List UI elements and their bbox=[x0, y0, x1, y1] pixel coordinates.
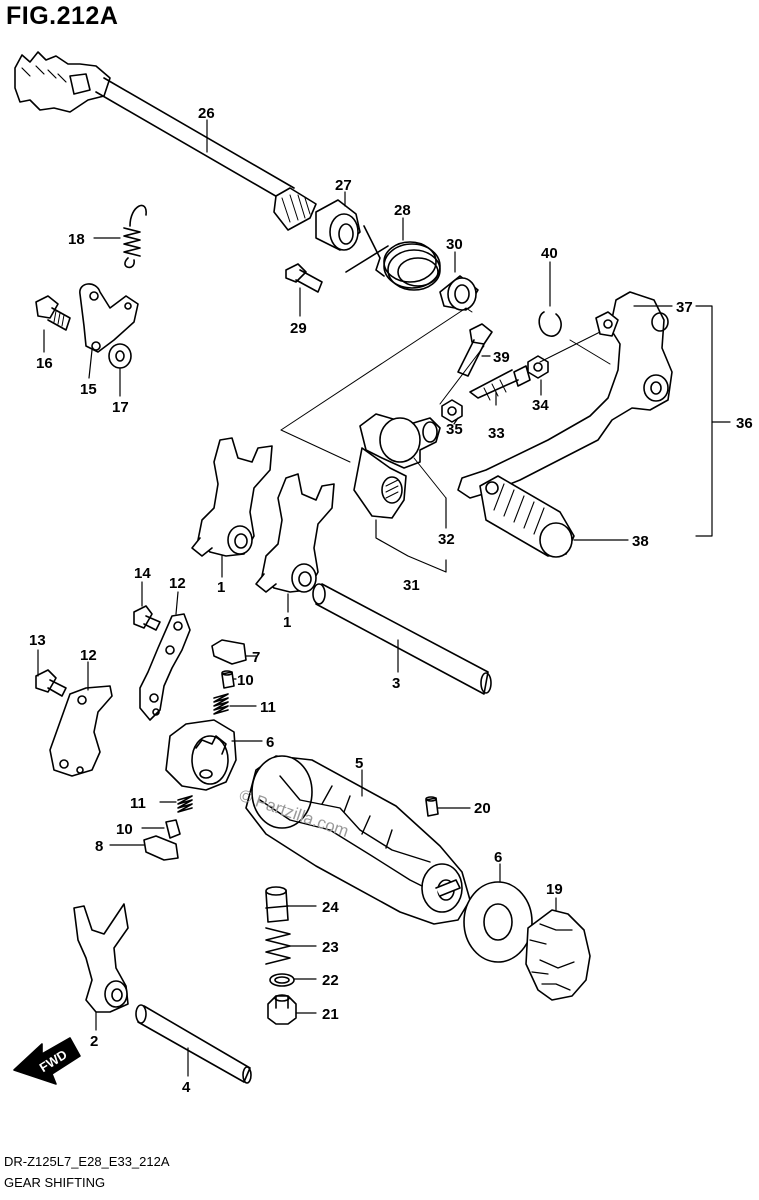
callout-9: 7 bbox=[252, 649, 260, 666]
callout-18: 17 bbox=[112, 399, 129, 416]
callout-31: 31 bbox=[403, 577, 420, 594]
part-25-plunger[interactable] bbox=[265, 886, 289, 923]
part-13-screw[interactable] bbox=[35, 669, 67, 697]
part-7-gearshift-cam-stopper[interactable] bbox=[165, 719, 237, 791]
callout-14: 12 bbox=[169, 575, 186, 592]
model-code: DR-Z125L7_E28_E33_212A bbox=[4, 1154, 170, 1169]
part-39-bolt[interactable] bbox=[457, 323, 493, 377]
part-4-fork-shaft[interactable] bbox=[135, 1004, 252, 1084]
callout-33: 33 bbox=[488, 425, 505, 442]
callout-36: 36 bbox=[736, 415, 753, 432]
part-27-collar[interactable] bbox=[315, 199, 361, 251]
part-32-ball-joint[interactable] bbox=[359, 413, 441, 469]
callout-24: 23 bbox=[322, 939, 339, 956]
callout-12: 12 bbox=[80, 647, 97, 664]
part-40-circlip[interactable] bbox=[538, 311, 562, 337]
callout-15: 14 bbox=[134, 565, 151, 582]
part-16-stopper-plate[interactable] bbox=[79, 283, 139, 353]
callout-19: 18 bbox=[68, 231, 85, 248]
callout-40: 40 bbox=[541, 245, 558, 262]
callout-29: 29 bbox=[290, 320, 307, 337]
callout-22: 21 bbox=[322, 1006, 339, 1023]
assembly-guide-lines bbox=[280, 307, 611, 499]
part-1-shift-fork-a[interactable] bbox=[191, 437, 273, 557]
part-11-spring-lower[interactable] bbox=[177, 795, 193, 813]
part-22-plug[interactable] bbox=[267, 994, 297, 1025]
figure-title: FIG.212A bbox=[6, 2, 119, 30]
callout-11b: 11 bbox=[130, 795, 146, 812]
callout-5: 5 bbox=[355, 755, 363, 772]
part-33-bolt[interactable] bbox=[469, 365, 531, 401]
part-35-nut[interactable] bbox=[441, 399, 463, 423]
part-37-shift-lever[interactable] bbox=[457, 291, 673, 499]
callout-20: 19 bbox=[546, 881, 563, 898]
section-name: GEAR SHIFTING bbox=[4, 1175, 106, 1190]
part-34-nut[interactable] bbox=[527, 355, 549, 379]
part-38-shift-rubber[interactable] bbox=[479, 475, 575, 558]
part-17-bolt[interactable] bbox=[35, 295, 71, 331]
callout-37: 37 bbox=[676, 299, 693, 316]
part-14-plate[interactable] bbox=[139, 613, 191, 721]
part-8-cam-pawl[interactable] bbox=[143, 835, 179, 861]
part-28-return-spring[interactable] bbox=[345, 225, 441, 291]
callout-2: 2 bbox=[90, 1033, 98, 1050]
part-10-pin-lower[interactable] bbox=[165, 819, 181, 839]
callout-39: 39 bbox=[493, 349, 510, 366]
part-19-spring[interactable] bbox=[123, 204, 147, 269]
callout-38: 38 bbox=[632, 533, 649, 550]
callout-10a: 10 bbox=[237, 672, 254, 689]
part-12-gearshift-cam-plate[interactable] bbox=[49, 685, 113, 777]
callout-labels: 26 27 28 30 18 29 16 15 17 40 37 36 38 3… bbox=[29, 105, 753, 1096]
leader-lines bbox=[37, 119, 731, 1077]
part-20-gearshift-cam-driven-gear[interactable] bbox=[525, 909, 591, 1001]
part-21-pin[interactable] bbox=[425, 796, 439, 817]
callout-32: 32 bbox=[438, 531, 455, 548]
part-10-pin-upper[interactable] bbox=[221, 670, 235, 689]
callout-35: 35 bbox=[446, 421, 463, 438]
callout-27: 27 bbox=[335, 177, 352, 194]
callout-23: 22 bbox=[322, 972, 339, 989]
callout-6: 6 bbox=[494, 849, 502, 866]
callout-16: 15 bbox=[80, 381, 97, 398]
part-29-pin-bolt[interactable] bbox=[285, 263, 323, 293]
part-9-pawl[interactable] bbox=[211, 639, 247, 665]
callout-8: 8 bbox=[95, 838, 103, 855]
part-24-spring[interactable] bbox=[265, 927, 291, 965]
part-18-washer[interactable] bbox=[108, 343, 132, 369]
fwd-arrow-icon: FWD bbox=[13, 1037, 81, 1085]
part-5-gearshift-cam[interactable] bbox=[245, 755, 471, 925]
callout-21: 20 bbox=[474, 800, 491, 817]
callout-1a: 1 bbox=[217, 579, 225, 596]
callout-7: 6 bbox=[266, 734, 274, 751]
part-6-washer[interactable] bbox=[463, 881, 533, 963]
callout-34: 34 bbox=[532, 397, 549, 414]
part-2-shift-fork[interactable] bbox=[73, 903, 129, 1013]
callout-30: 30 bbox=[446, 236, 463, 253]
callout-26: 26 bbox=[198, 105, 215, 122]
part-1-shift-fork-b[interactable] bbox=[255, 473, 335, 593]
callout-13: 13 bbox=[29, 632, 46, 649]
part-26-gearshift-shaft[interactable] bbox=[14, 51, 317, 231]
part-30-bushing[interactable] bbox=[439, 275, 479, 311]
callout-25: 24 bbox=[322, 899, 339, 916]
part-23-o-ring[interactable] bbox=[269, 973, 295, 987]
callout-28: 28 bbox=[394, 202, 411, 219]
part-11-spring-upper[interactable] bbox=[213, 693, 229, 715]
callout-1b: 1 bbox=[283, 614, 291, 631]
part-15-screw[interactable] bbox=[133, 605, 161, 631]
callout-17: 16 bbox=[36, 355, 53, 372]
callout-11a: 11 bbox=[260, 699, 276, 716]
part-3-fork-shaft[interactable] bbox=[312, 583, 492, 695]
callout-10b: 10 bbox=[116, 821, 133, 838]
part-31-shift-link[interactable] bbox=[353, 447, 407, 519]
callout-3: 3 bbox=[392, 675, 400, 692]
callout-4: 4 bbox=[182, 1079, 191, 1096]
